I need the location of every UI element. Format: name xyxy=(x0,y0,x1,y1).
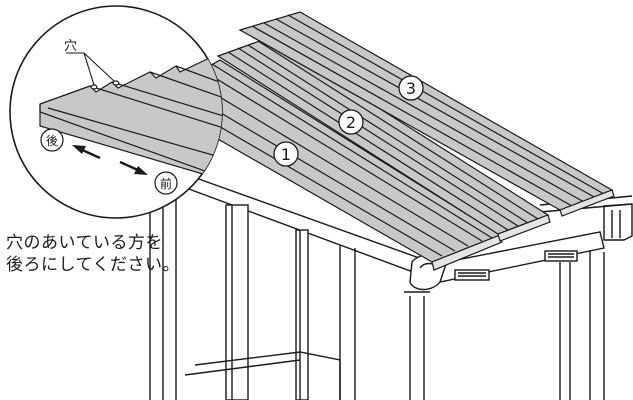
roof-panel-1 xyxy=(148,59,503,271)
roof-panel-2 xyxy=(216,37,551,242)
front-arrow-icon xyxy=(119,160,148,175)
front-marker: 前 xyxy=(154,171,178,195)
panel-number-2-text: 2 xyxy=(346,113,356,132)
instruction-note: 穴のあいている方を 後ろにしてください。 xyxy=(6,232,180,276)
panel-number-1-text: 1 xyxy=(281,145,291,164)
panel-number-3-text: 3 xyxy=(406,79,416,98)
panel-number-2: 2 xyxy=(338,109,364,135)
back-arrow-icon xyxy=(72,145,101,160)
roof-panel-3 xyxy=(238,11,615,217)
hole-label: 穴 xyxy=(64,39,77,54)
back-label: 後 xyxy=(46,134,58,148)
panel-number-3: 3 xyxy=(398,75,424,101)
back-marker: 後 xyxy=(40,128,64,152)
panel-number-1: 1 xyxy=(273,141,299,167)
instruction-line-2: 後ろにしてください。 xyxy=(6,255,180,275)
detail-callout: 穴 後 前 xyxy=(9,5,223,219)
instruction-line-1: 穴のあいている方を xyxy=(6,233,163,253)
front-label: 前 xyxy=(160,176,172,191)
